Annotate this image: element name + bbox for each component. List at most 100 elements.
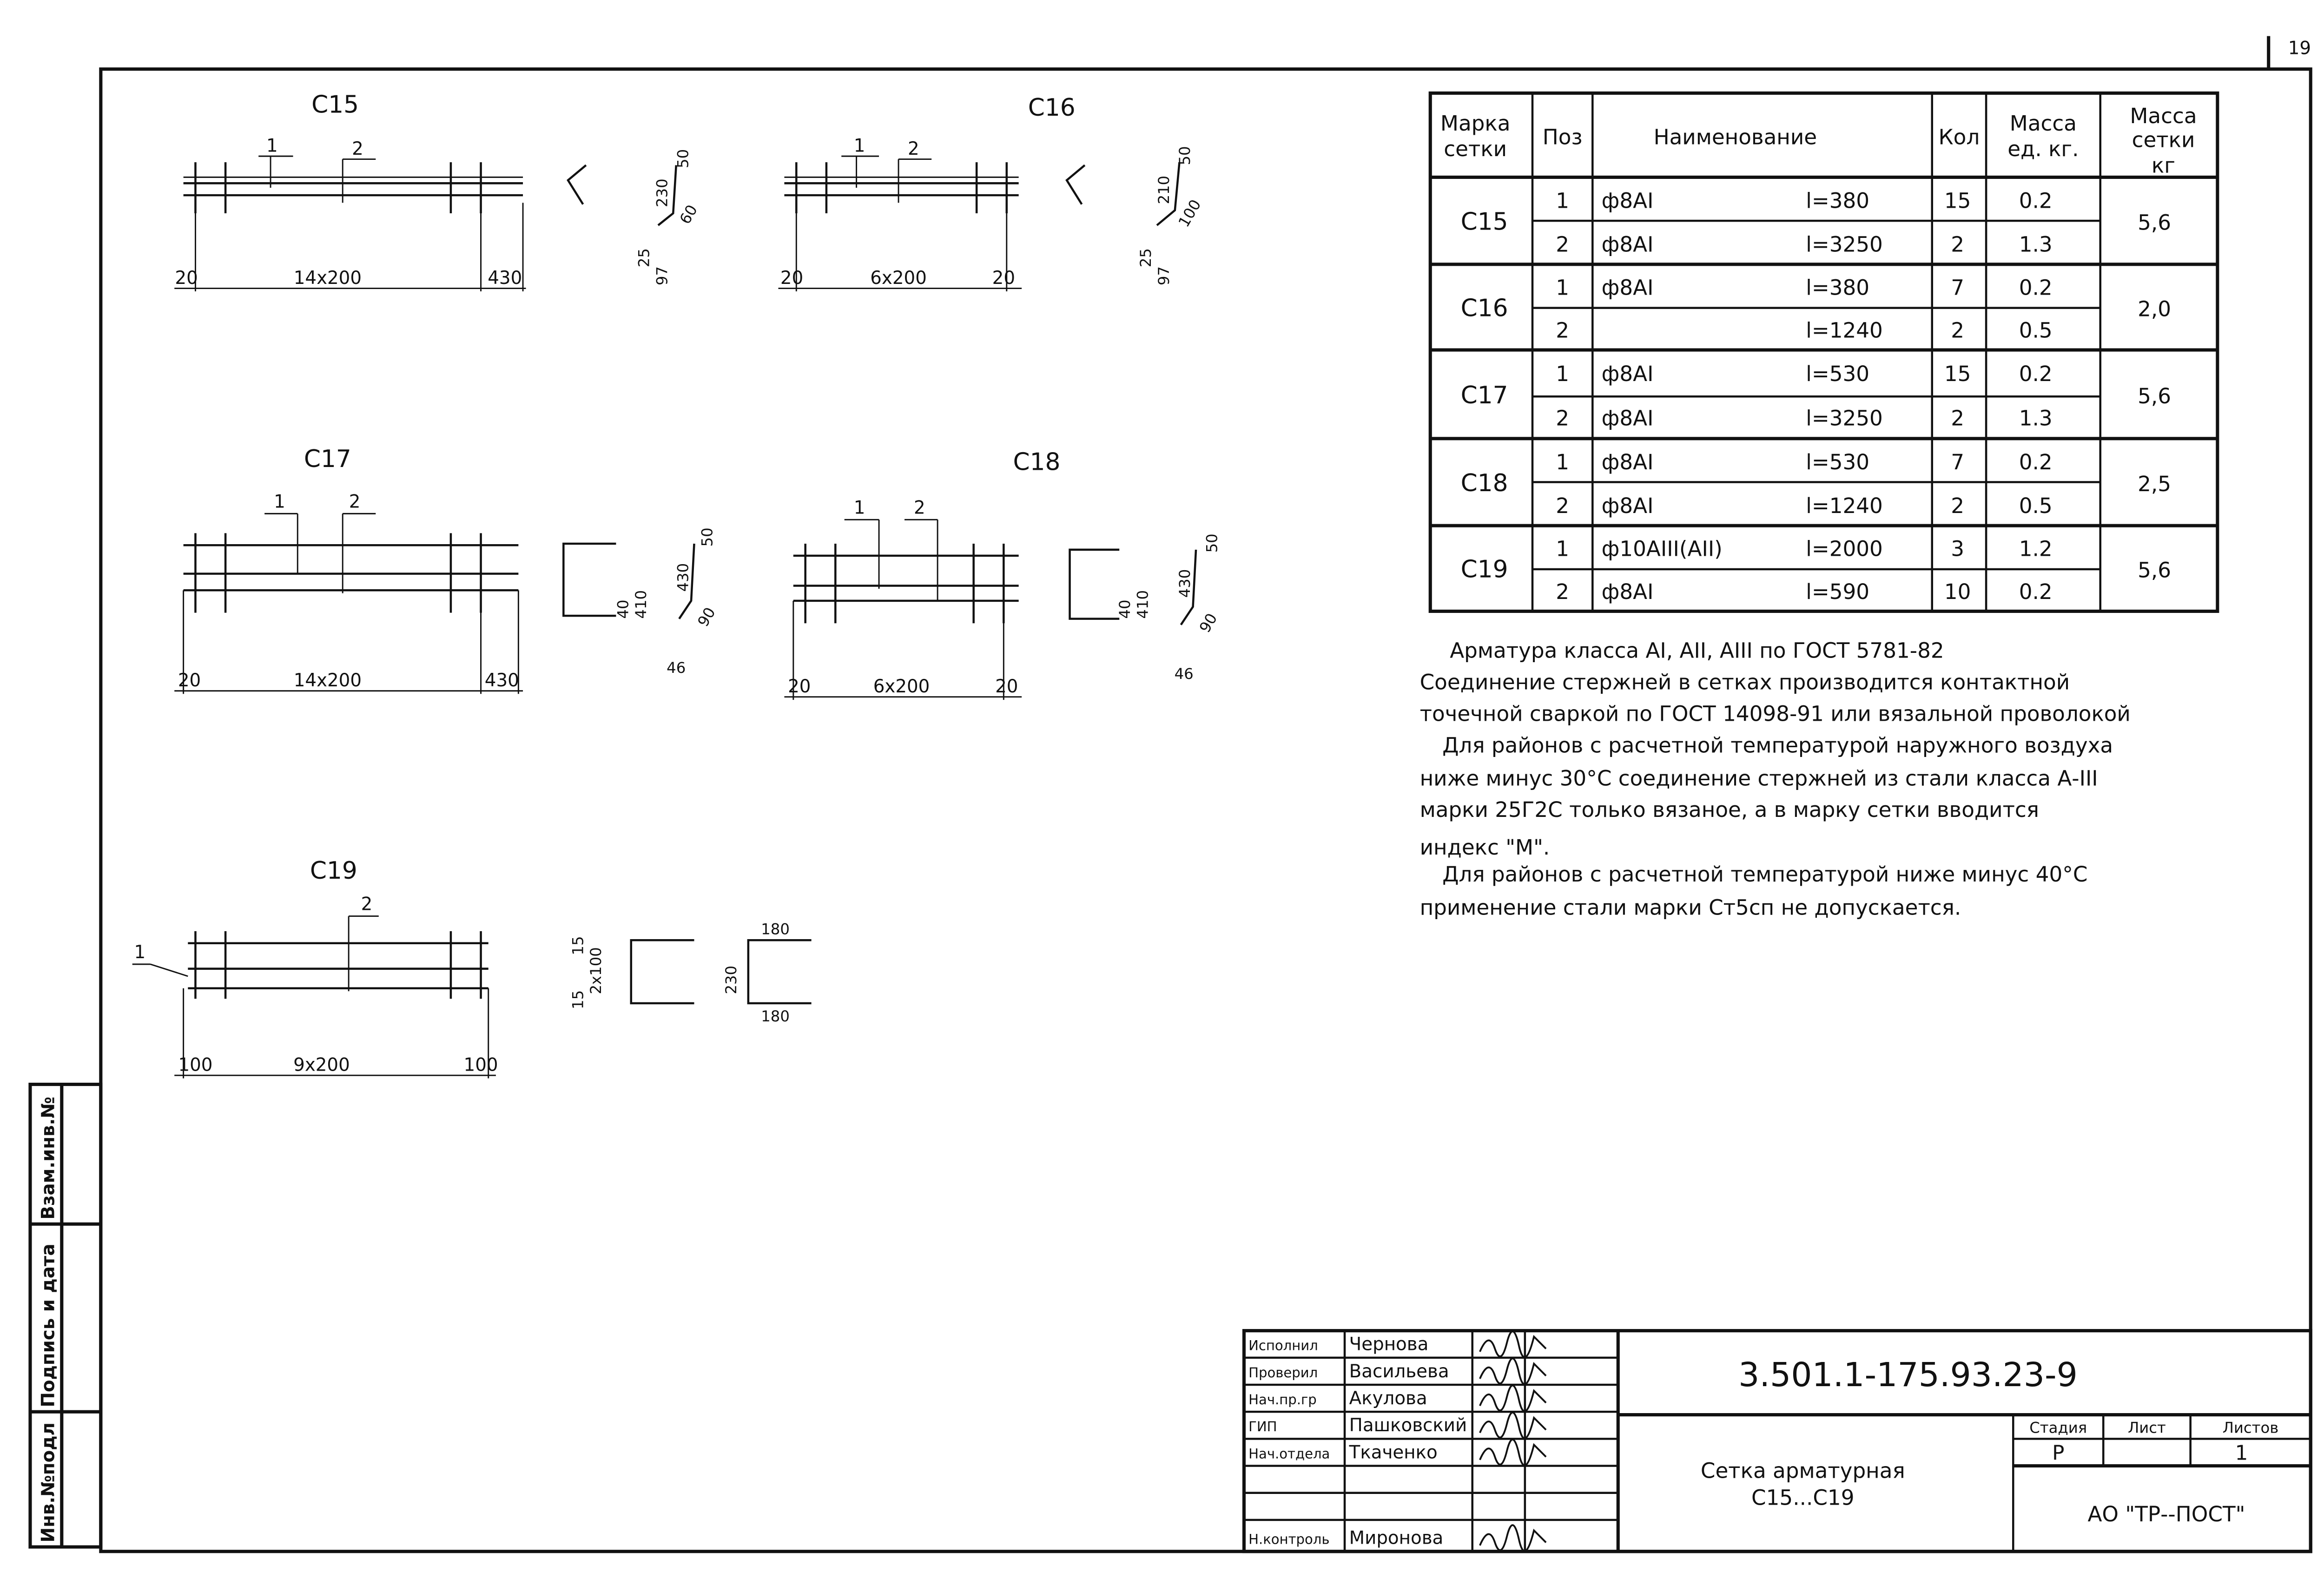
cell-unit-mass: 0.5 <box>2019 493 2053 518</box>
cell-length: l=590 <box>1806 579 1869 604</box>
cell-pos: 2 <box>1556 318 1569 342</box>
left-strip: Взам.инв.№ Подпись и дата Инв.№подл <box>28 1083 103 1549</box>
cell-qty: 2 <box>1951 406 1964 430</box>
position-label: 1 <box>134 942 146 963</box>
cell-pos: 1 <box>1556 275 1569 300</box>
section-dim: 430 <box>674 563 692 592</box>
signature <box>1479 1330 1547 1358</box>
mesh-c18-drawing: С18 1 2 20 6х200 20 40 410 50 430 90 46 <box>784 448 1221 700</box>
section-dim: 100 <box>1175 197 1205 230</box>
section-dim: 50 <box>1203 533 1221 553</box>
dimension-label: 430 <box>488 268 522 289</box>
header-mass-unit: ед. кг. <box>2007 137 2079 161</box>
signature <box>1479 1439 1547 1467</box>
replace-inv-label: Взам.инв.№ <box>38 1097 59 1220</box>
section-dim: 15 <box>569 936 587 955</box>
cell-mark: С19 <box>1461 556 1508 584</box>
section-dim: 180 <box>761 920 790 938</box>
cell-length: l=530 <box>1806 450 1869 474</box>
position-label: 2 <box>914 497 925 518</box>
signer-name: Чернова <box>1349 1334 1429 1355</box>
section-dim: 90 <box>694 604 719 630</box>
cell-unit-mass: 0.2 <box>2019 450 2053 474</box>
cell-length: l=380 <box>1806 275 1869 300</box>
drawing-title: С15...С19 <box>1751 1486 1854 1510</box>
section-dim: 40 <box>614 599 632 618</box>
header-qty: Кол <box>1939 125 1980 149</box>
section-dim: 50 <box>1176 146 1194 165</box>
cell-mark: С15 <box>1461 208 1508 236</box>
section-dim: 90 <box>1196 610 1221 636</box>
dimension-label: 14х200 <box>294 670 362 691</box>
cell-name: ф8АI <box>1602 275 1654 300</box>
section-dim: 15 <box>569 990 587 1009</box>
header-pos: Поз <box>1543 125 1583 149</box>
mesh-mark: С19 <box>310 857 357 885</box>
cell-name: ф10АIII(АII) <box>1602 537 1723 561</box>
section-dim: 40 <box>1116 599 1134 618</box>
position-label: 1 <box>854 135 865 156</box>
signer-role: Н.контроль <box>1248 1532 1329 1547</box>
section-dim: 46 <box>1175 665 1194 683</box>
note-line: точечной сваркой по ГОСТ 14098-91 или вя… <box>1420 701 2131 726</box>
drawing-title: Сетка арматурная <box>1701 1458 1905 1483</box>
cell-name: ф8АI <box>1602 579 1654 604</box>
section-dim: 25 <box>1137 248 1155 267</box>
dimension-label: 20 <box>992 268 1015 289</box>
cell-pos: 1 <box>1556 537 1569 561</box>
section-dim: 97 <box>653 266 671 285</box>
table-row: 2 l=1240 2 0.5 <box>1556 318 2052 342</box>
position-label: 1 <box>854 497 865 518</box>
document-code: 3.501.1-175.93.23-9 <box>1738 1355 2078 1394</box>
organization: АО "ТР--ПОСТ" <box>2087 1502 2245 1526</box>
notes: Арматура класса АI, АII, АIII по ГОСТ 57… <box>1420 638 2131 920</box>
dimension-label: 100 <box>178 1054 212 1075</box>
note-line: индекс "М". <box>1420 835 1550 860</box>
cell-qty: 2 <box>1951 232 1964 257</box>
cell-qty: 15 <box>1944 362 1971 386</box>
signer-role: ГИП <box>1248 1419 1277 1434</box>
position-label: 2 <box>908 138 919 159</box>
mesh-mark: С16 <box>1028 94 1076 122</box>
cell-pos: 2 <box>1556 406 1569 430</box>
dimension-label: 20 <box>178 670 201 691</box>
mesh-c15-drawing: С15 1 2 20 14х200 430 50 230 60 25 97 <box>174 91 701 292</box>
section-dim: 46 <box>667 659 686 677</box>
mesh-c16-drawing: С16 1 2 20 6х200 20 50 210 100 25 97 <box>778 94 1205 292</box>
cell-qty: 3 <box>1951 537 1964 561</box>
cell-pos: 2 <box>1556 232 1569 257</box>
cell-name: ф8АI <box>1602 189 1654 213</box>
cell-total-mass: 5,6 <box>2138 384 2171 408</box>
mesh-c19-drawing: С19 1 2 100 9х200 100 15 2х100 15 180 23… <box>132 857 812 1079</box>
section-dim: 2х100 <box>587 947 605 994</box>
cell-length: l=1240 <box>1806 318 1883 342</box>
specification-table: Марка сетки Поз Наименование Кол Масса е… <box>1428 91 2219 613</box>
cell-pos: 1 <box>1556 189 1569 213</box>
cell-length: l=530 <box>1806 362 1869 386</box>
cell-unit-mass: 0.5 <box>2019 318 2053 342</box>
cell-name: ф8АI <box>1602 450 1654 474</box>
signature <box>1479 1384 1547 1413</box>
cell-mark: С18 <box>1461 469 1508 497</box>
signature <box>1479 1357 1547 1385</box>
mesh-c17-drawing: С17 1 2 20 14х200 430 40 410 50 430 90 4… <box>174 445 719 694</box>
cell-qty: 2 <box>1951 318 1964 342</box>
dimension-label: 6х200 <box>873 676 930 697</box>
cell-name: ф8АI <box>1602 232 1654 257</box>
header-mark: сетки <box>1444 137 1507 161</box>
cell-unit-mass: 1.3 <box>2019 406 2053 430</box>
signature <box>1479 1411 1547 1440</box>
cell-unit-mass: 0.2 <box>2019 362 2053 386</box>
